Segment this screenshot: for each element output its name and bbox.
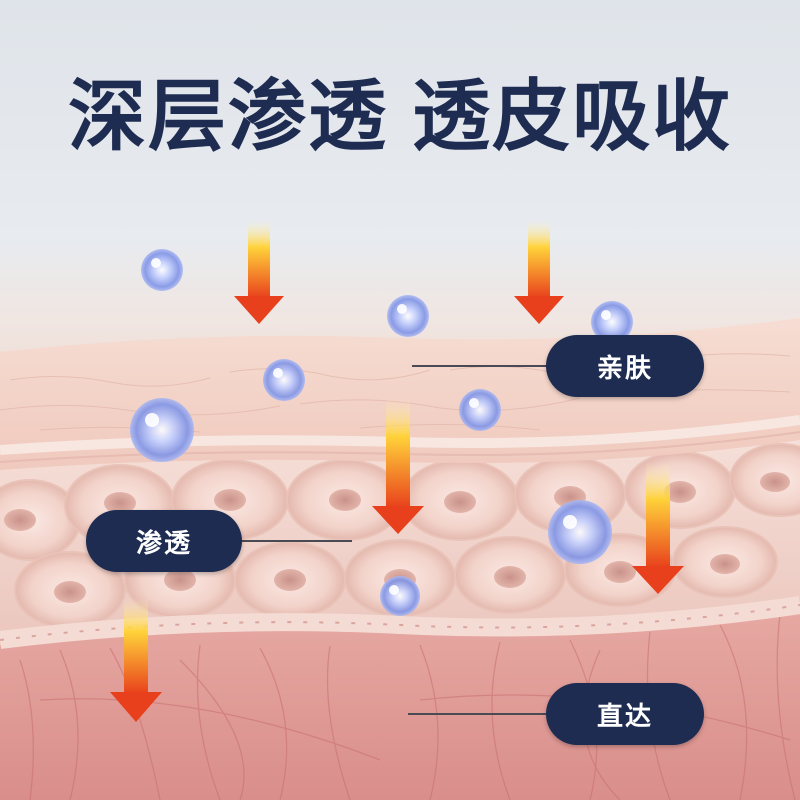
title-part-1: 深层渗透: [67, 72, 388, 162]
dermis-layer: [0, 605, 800, 800]
arrow-5: [110, 598, 162, 722]
page-title: 深层渗透透皮吸收: [0, 78, 800, 156]
bubble: [459, 389, 501, 431]
bubble: [387, 295, 429, 337]
label-shentou-text: 渗透: [135, 528, 192, 559]
label-zhida-text: 直达: [596, 701, 653, 732]
bubble: [380, 576, 420, 616]
molecule-bubbles: [130, 249, 633, 616]
arrow-2: [514, 220, 564, 324]
title-part-2: 透皮吸收: [412, 72, 733, 162]
penetration-arrows: [110, 220, 684, 722]
arrow-4: [632, 462, 684, 594]
label-qinfu-text: 亲肤: [596, 353, 653, 384]
bubble: [263, 359, 305, 401]
bubble: [591, 301, 633, 343]
label-shentou: 渗透: [86, 510, 242, 572]
bubble: [548, 500, 612, 564]
arrow-1: [234, 220, 284, 324]
label-zhida: 直达: [546, 683, 704, 745]
arrow-3: [372, 398, 424, 534]
label-qinfu: 亲肤: [546, 335, 704, 397]
bubble: [130, 398, 194, 462]
bubble: [141, 249, 183, 291]
